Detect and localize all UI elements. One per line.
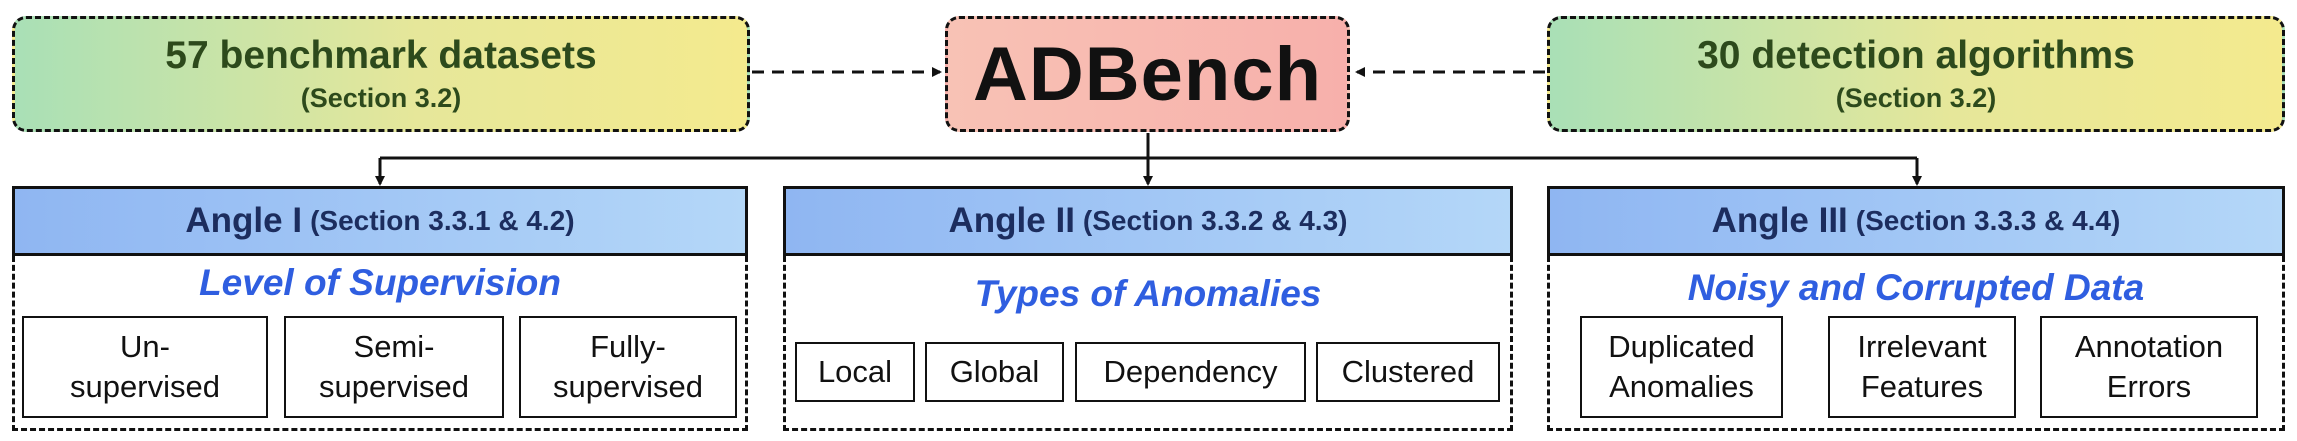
leaf-global-label: Global: [949, 354, 1040, 389]
angle-2-sections: (Section 3.3.2 & 4.3): [1082, 205, 1348, 236]
leaf-duplicated-anomalies: Duplicated Anomalies: [1580, 316, 1783, 418]
angle-3-header: Angle III (Section 3.3.3 & 4.4): [1547, 186, 2285, 256]
leaf-clustered-label: Clustered: [1341, 354, 1475, 389]
leaf-annotation-errors: Annotation Errors: [2040, 316, 2258, 418]
angle-1-subtitle: Level of Supervision: [199, 262, 561, 303]
leaf-annotation-errors-label: Annotation Errors: [2074, 329, 2224, 404]
leaf-duplicated-anomalies-label: Duplicated Anomalies: [1608, 329, 1755, 404]
leaf-local: Local: [795, 342, 915, 402]
algorithms-section: (Section 3.2): [1835, 83, 1997, 113]
angle-1-sections: (Section 3.3.1 & 4.2): [310, 205, 575, 236]
leaf-global: Global: [925, 342, 1064, 402]
angle-2-header: Angle II (Section 3.3.2 & 4.3): [783, 186, 1513, 256]
leaf-unsupervised: Un- supervised: [22, 316, 268, 418]
leaf-dependency: Dependency: [1075, 342, 1306, 402]
leaf-fully-supervised: Fully- supervised: [519, 316, 737, 418]
datasets-title: 57 benchmark datasets: [165, 34, 597, 77]
leaf-dependency-label: Dependency: [1103, 354, 1278, 389]
leaf-fully-supervised-label: Fully- supervised: [553, 329, 703, 404]
algorithms-box: 30 detection algorithms (Section 3.2): [1547, 16, 2285, 132]
leaf-clustered: Clustered: [1316, 342, 1500, 402]
adbench-box: ADBench: [945, 16, 1350, 132]
angle-3-name: Angle III: [1711, 201, 1848, 240]
angle-3-subtitle: Noisy and Corrupted Data: [1687, 267, 2145, 308]
leaf-unsupervised-label: Un- supervised: [70, 329, 220, 404]
angle-2-name: Angle II: [948, 201, 1075, 240]
angle-2-subtitle: Types of Anomalies: [974, 273, 1322, 314]
algorithms-title: 30 detection algorithms: [1697, 34, 2135, 77]
leaf-semi-supervised-label: Semi- supervised: [319, 329, 469, 404]
angle-1-name: Angle I: [185, 201, 303, 240]
leaf-irrelevant-features: Irrelevant Features: [1828, 316, 2016, 418]
leaf-semi-supervised: Semi- supervised: [284, 316, 504, 418]
adbench-title: ADBench: [972, 31, 1323, 117]
datasets-section: (Section 3.2): [300, 83, 462, 113]
angle-1-body: [12, 256, 748, 431]
angle-2-body: [783, 256, 1513, 431]
angle-3-body: [1547, 256, 2285, 431]
angle-3-sections: (Section 3.3.3 & 4.4): [1855, 205, 2121, 236]
datasets-box: 57 benchmark datasets (Section 3.2): [12, 16, 750, 132]
leaf-local-label: Local: [817, 354, 893, 389]
leaf-irrelevant-features-label: Irrelevant Features: [1857, 329, 1987, 404]
angle-1-header: Angle I (Section 3.3.1 & 4.2): [12, 186, 748, 256]
